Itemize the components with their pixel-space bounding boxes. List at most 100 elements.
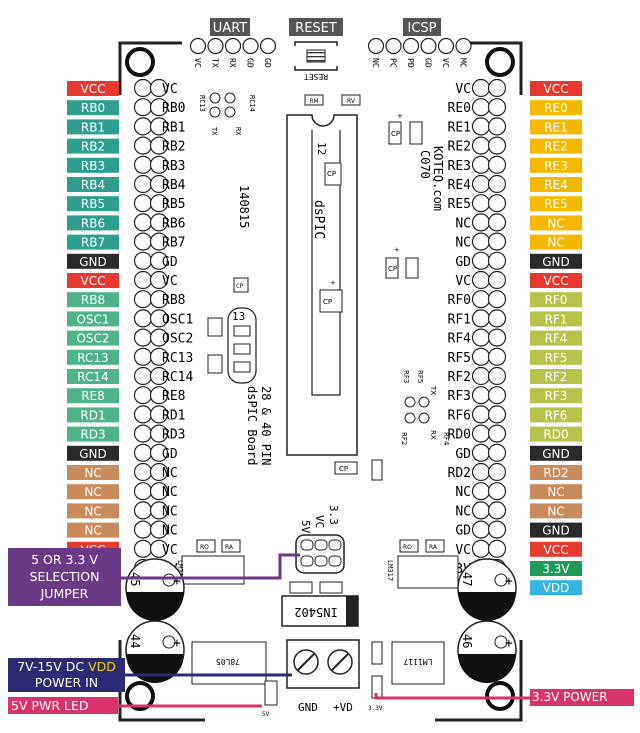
left-header-pin-label: RC14 [162, 370, 193, 385]
left-pin-tag-text: NC [84, 485, 101, 499]
left-pin-tag: RE8 [67, 388, 119, 404]
svg-text:5V: 5V [262, 711, 270, 718]
left-pin-tag-text: RE8 [81, 389, 105, 403]
left-pin-tag-text: RB4 [81, 178, 105, 192]
right-pin-tag-text: RE5 [544, 197, 568, 211]
led-33v-text: 3.3V POWER LED [532, 690, 608, 721]
icsp-pin: NC [367, 37, 385, 68]
led-33v-callout: 3.3V POWER LED [530, 689, 634, 721]
capacitor-plus: + [505, 574, 513, 589]
right-pin-tag-text: NC [547, 485, 564, 499]
rf-jumper: RF3 RF5 TX RX RF2 RF4 [400, 370, 450, 446]
right-header-pin-label: GD [455, 255, 471, 270]
right-header-pin: RE5 [448, 194, 507, 213]
right-header-pin-label: RF3 [448, 389, 471, 404]
left-header-pin-label: RB4 [162, 178, 186, 193]
svg-text:RESET: RESET [304, 72, 328, 81]
left-pin-tag: NC [67, 503, 119, 519]
left-pin-tag: RC13 [67, 349, 119, 365]
left-header-pin: RB7 [133, 232, 185, 251]
right-header-pin-label: RE3 [448, 159, 471, 174]
svg-text:CP: CP [327, 170, 336, 178]
right-pin-tag-text: VCC [544, 543, 569, 557]
right-pin-tag-text: RE3 [544, 159, 568, 173]
dspic-chip: 12 dsPIC [286, 114, 358, 456]
right-header-pin: NC [455, 482, 507, 501]
left-header-pin-label: RE8 [162, 389, 185, 404]
right-header-pin: NC [455, 501, 507, 520]
left-header-pin: GD [133, 443, 178, 462]
voltage-selection-jumper[interactable]: 3.3 VC 5V [295, 505, 345, 574]
right-pin-tag: NC [530, 484, 582, 500]
svg-text:RESET: RESET [295, 21, 337, 36]
right-pin-tag-text: RE2 [544, 140, 568, 154]
uart-pin-label: GD [263, 58, 272, 68]
icsp-pin-label: MC [459, 58, 468, 68]
svg-text:RC13: RC13 [198, 95, 206, 112]
left-pin-tag: RD1 [67, 407, 119, 423]
svg-text:TX: TX [429, 385, 437, 395]
power-terminal[interactable]: GND +VD [286, 639, 360, 714]
right-pin-tag-text: RF4 [545, 332, 568, 346]
left-pin-tag-text: RC13 [77, 351, 108, 365]
left-pin-tag-text: RB0 [81, 101, 105, 115]
left-pin-tag: OSC2 [67, 330, 119, 346]
right-header-pin-label: VC [455, 82, 471, 97]
svg-text:RX: RX [234, 127, 242, 136]
right-header-pin: VC [455, 78, 507, 98]
left-pin-tag: VCC [67, 273, 119, 288]
left-header-pin: RB4 [133, 174, 186, 194]
left-pin-tag: VCC [67, 81, 119, 96]
right-pin-tag: NC [530, 503, 582, 519]
lm317-left: LM317 [176, 555, 245, 585]
right-header-pin: RF5 [448, 347, 507, 366]
right-header-pin-label: GD [455, 524, 471, 539]
right-header-pin-label: RF2 [448, 370, 471, 385]
uart-pin-label: GD [246, 58, 255, 68]
left-pin-tag: RB5 [67, 196, 119, 212]
right-pin-tag-text: RF3 [545, 389, 568, 403]
left-pin-tag-text: RD3 [80, 428, 105, 442]
left-header-pin: NC [133, 462, 178, 482]
left-pin-tag-text: GND [79, 447, 107, 461]
right-pin-tag: RE5 [530, 196, 582, 212]
right-pin-tag-text: RF1 [545, 312, 568, 326]
right-header-pin: RE1 [448, 117, 507, 136]
icsp-pin: VC [437, 37, 455, 68]
regulator-78l05: 78L05 [191, 641, 267, 685]
left-pin-tag-text: RB1 [81, 120, 105, 134]
electrolytic-capacitor: 46+ [457, 620, 517, 683]
icsp-pin-label: VC [441, 58, 450, 68]
svg-text:RM: RM [309, 98, 318, 105]
right-header-pin: RF0 [448, 290, 507, 309]
left-header-pin-label: NC [162, 524, 178, 539]
chip-capacitors: CP + CP CP + CP + CP [319, 112, 423, 481]
right-pin-tag: RD0 [530, 426, 582, 442]
board-name-line2: dsPIC Board [245, 386, 259, 465]
right-pin-tag-text: 3.3V [542, 562, 570, 576]
left-header-pin: RE8 [133, 386, 185, 405]
left-header-pin: NC [133, 520, 178, 539]
svg-text:RF5: RF5 [416, 370, 424, 383]
left-pin-tag-text: RB5 [81, 197, 105, 211]
power-in-prefix: 7V-15V DC [17, 659, 89, 674]
left-header: VCRB0RB1RB2RB3RB4RB5RB6RB7GDVCRB8OSC1OSC… [133, 78, 193, 597]
icsp-pin-label: GD [424, 58, 433, 68]
reset-button[interactable]: RESET [294, 41, 338, 81]
svg-text:RX: RX [429, 430, 437, 440]
svg-text:RA: RA [429, 544, 438, 551]
svg-text:3.3: 3.3 [327, 505, 340, 525]
svg-text:CP: CP [236, 283, 244, 290]
right-header-pin: RD2 [448, 462, 507, 482]
date-code: 140815 [237, 185, 251, 228]
svg-text:RO: RO [403, 544, 412, 551]
left-header-pin: RD1 [133, 405, 185, 424]
selection-line3: JUMPER [40, 586, 89, 601]
left-header-pin: VC [133, 78, 178, 98]
right-pin-tag: RF5 [530, 349, 582, 365]
left-header-pin-label: GD [162, 255, 178, 270]
svg-text:LM317: LM317 [176, 560, 184, 581]
diode-in5402: IN5402 [281, 581, 359, 627]
